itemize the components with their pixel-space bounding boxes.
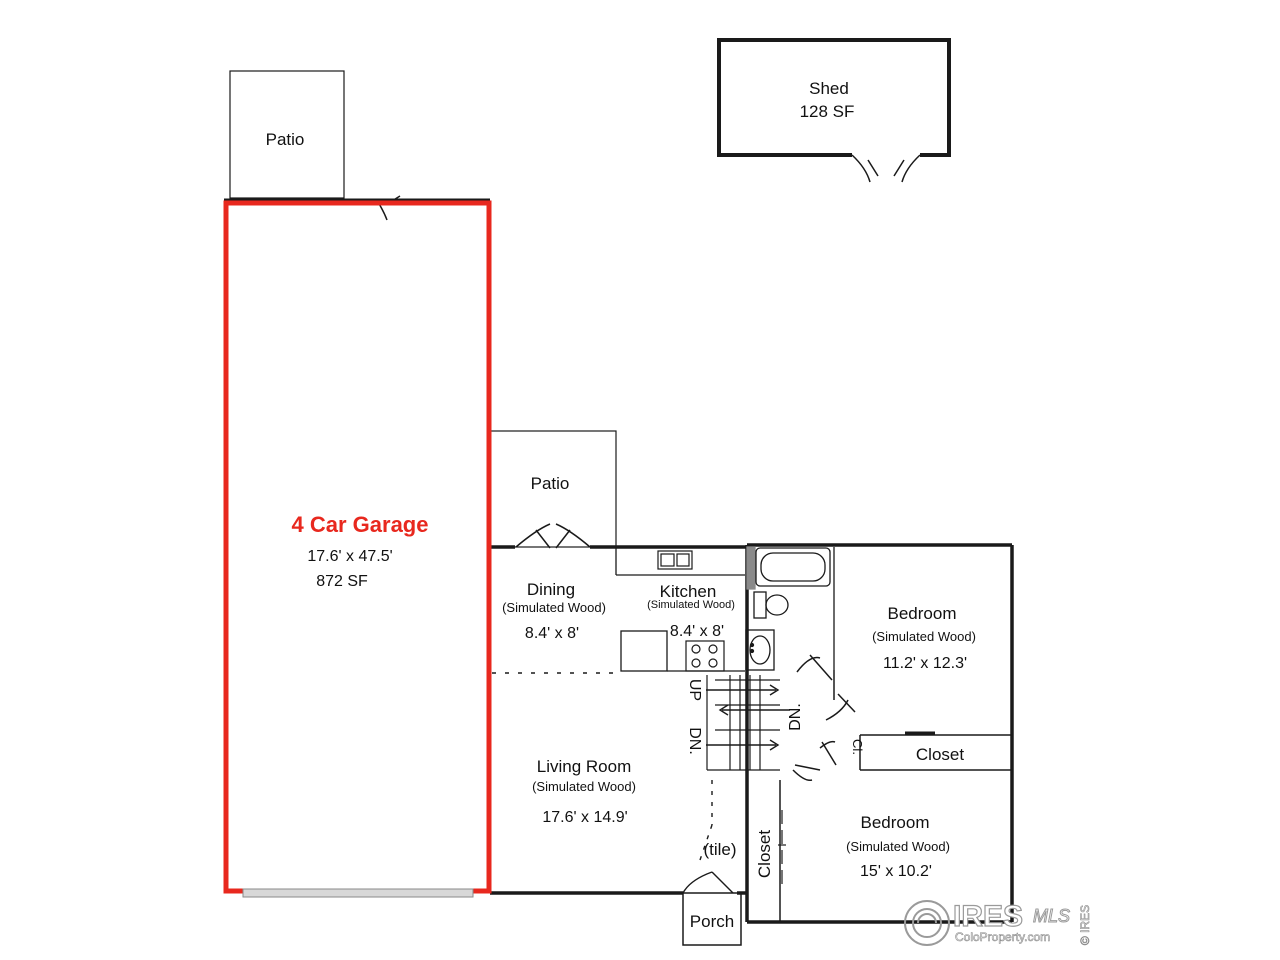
bedroom2-label: Bedroom: [861, 813, 930, 832]
bathroom: [746, 546, 835, 670]
porch-label: Porch: [690, 912, 734, 931]
kitchen-dims: 8.4' x 8': [670, 623, 724, 640]
watermark-logo-icon: [904, 900, 950, 946]
watermark-site: ColoProperty.com: [955, 930, 1050, 944]
living-floor: (Simulated Wood): [532, 779, 636, 794]
closet-door: [778, 810, 786, 890]
bedroom1-dims: 11.2' x 12.3': [883, 655, 967, 672]
house-walls: [490, 543, 1014, 924]
shed-label: Shed: [809, 79, 849, 98]
watermark: IRES MLS ColoProperty.com © IRES: [904, 899, 1092, 946]
stair-up-label: UP: [686, 679, 703, 701]
garage-area: 872 SF: [316, 573, 368, 590]
stove-icon: [685, 640, 725, 672]
living-label: Living Room: [537, 757, 632, 776]
garage-dims: 17.6' x 47.5': [307, 548, 392, 565]
fridge-icon: [620, 630, 668, 672]
watermark-mls: MLS: [1033, 906, 1070, 926]
bedroom2-dims: 15' x 10.2': [860, 863, 932, 880]
closet-vertical-label: Closet: [755, 830, 774, 878]
bedroom1-floor: (Simulated Wood): [872, 629, 976, 644]
door-swing-icon: [792, 654, 856, 782]
dining-floor: (Simulated Wood): [502, 600, 606, 615]
stair-dn-right-label: DN.: [787, 703, 804, 731]
bedroom2-floor: (Simulated Wood): [846, 839, 950, 854]
porch-outline: [682, 892, 742, 946]
garage-outline: [223, 200, 492, 894]
dining-label: Dining: [527, 580, 575, 599]
shed-outline: [717, 38, 951, 183]
stairs: [706, 675, 780, 771]
entry-tile: [682, 780, 734, 894]
patio-top-outline: [229, 70, 345, 199]
garage-title: 4 Car Garage: [292, 512, 429, 537]
tile-label: (tile): [703, 840, 736, 859]
patio-top-label: Patio: [266, 130, 305, 149]
hall-walls: [779, 670, 1012, 922]
watermark-side: © IRES: [1078, 905, 1092, 945]
bedroom1-label: Bedroom: [888, 604, 957, 623]
stair-dn-left-label: DN.: [686, 727, 703, 755]
dining-dims: 8.4' x 8': [525, 625, 579, 642]
garage-door: [242, 888, 474, 898]
closet-large-label: Closet: [916, 745, 964, 764]
kitchen-counter: [615, 547, 745, 576]
closet-small-label: Cl.: [850, 739, 865, 755]
stair-arrow-icon: [706, 684, 790, 751]
watermark-brand: IRES: [953, 900, 1023, 933]
toilet-icon: [753, 591, 789, 619]
living-dims: 17.6' x 14.9': [542, 809, 627, 826]
kitchen-label: Kitchen: [660, 582, 717, 601]
kitchen-floor: (Simulated Wood): [647, 599, 735, 611]
sink-icon: [745, 629, 775, 671]
patio-mid-label: Patio: [531, 474, 570, 493]
door-swing-icon: [515, 523, 591, 549]
bathtub-icon: [755, 547, 831, 587]
kitchen-sink-icon: [657, 550, 693, 570]
shed-area: 128 SF: [800, 102, 855, 121]
